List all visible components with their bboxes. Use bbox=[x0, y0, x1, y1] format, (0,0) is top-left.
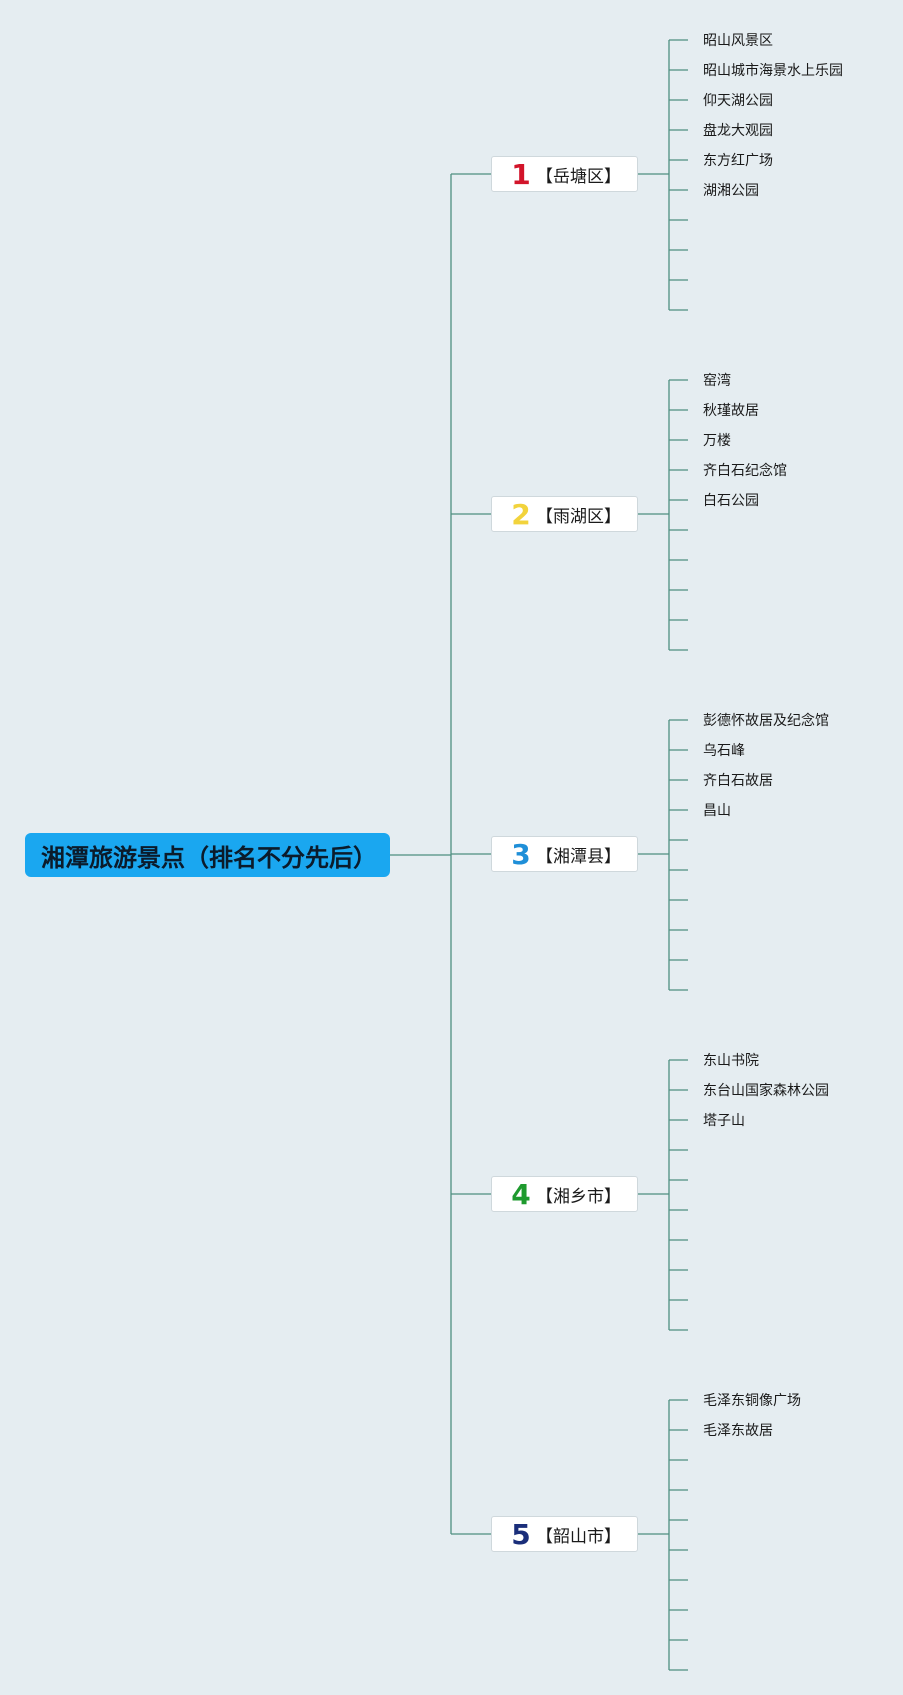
leaf-topic[interactable]: 湖湘公园 bbox=[703, 183, 759, 199]
leaf-topic[interactable]: 窑湾 bbox=[703, 373, 731, 389]
leaf-topic[interactable]: 东方红广场 bbox=[703, 153, 773, 169]
leaf-topic[interactable]: 乌石峰 bbox=[703, 743, 745, 759]
leaf-topic[interactable]: 齐白石故居 bbox=[703, 773, 773, 789]
leaf-topic[interactable]: 东台山国家森林公园 bbox=[703, 1083, 829, 1099]
branch-node-5[interactable]: 5 【韶山市】 bbox=[491, 1516, 638, 1552]
branch-number: 1 bbox=[511, 157, 531, 191]
branch-number: 5 bbox=[511, 1517, 531, 1551]
leaf-topic[interactable]: 毛泽东铜像广场 bbox=[703, 1393, 801, 1409]
leaf-topic[interactable]: 彭德怀故居及纪念馆 bbox=[703, 713, 829, 729]
branch-number: 3 bbox=[511, 837, 531, 871]
branch-label: 【韶山市】 bbox=[536, 1526, 621, 1547]
leaf-topic[interactable]: 昭山城市海景水上乐园 bbox=[703, 63, 843, 79]
root-node[interactable]: 湘潭旅游景点（排名不分先后） bbox=[25, 833, 390, 877]
branch-node-1[interactable]: 1 【岳塘区】 bbox=[491, 156, 638, 192]
leaf-topic[interactable]: 昭山风景区 bbox=[703, 33, 773, 49]
branch-node-3[interactable]: 3 【湘潭县】 bbox=[491, 836, 638, 872]
leaf-topic[interactable]: 齐白石纪念馆 bbox=[703, 463, 787, 479]
branch-label: 【雨湖区】 bbox=[536, 506, 621, 527]
branch-node-4[interactable]: 4 【湘乡市】 bbox=[491, 1176, 638, 1212]
leaf-topic[interactable]: 盘龙大观园 bbox=[703, 123, 773, 139]
root-title: 湘潭旅游景点（排名不分先后） bbox=[41, 843, 377, 872]
branch-node-2[interactable]: 2 【雨湖区】 bbox=[491, 496, 638, 532]
branch-label: 【湘潭县】 bbox=[536, 846, 621, 867]
branch-label: 【岳塘区】 bbox=[536, 166, 621, 187]
leaf-topic[interactable]: 东山书院 bbox=[703, 1053, 759, 1069]
leaf-topic[interactable]: 秋瑾故居 bbox=[703, 403, 759, 419]
leaf-topic[interactable]: 白石公园 bbox=[703, 493, 759, 509]
branch-number: 2 bbox=[511, 497, 531, 531]
leaf-topic[interactable]: 万楼 bbox=[703, 433, 731, 449]
leaf-topic[interactable]: 昌山 bbox=[703, 803, 731, 819]
branch-label: 【湘乡市】 bbox=[536, 1186, 621, 1207]
leaf-topic[interactable]: 仰天湖公园 bbox=[703, 93, 773, 109]
branch-number: 4 bbox=[511, 1177, 531, 1211]
leaf-topic[interactable]: 塔子山 bbox=[703, 1113, 745, 1129]
leaf-topic[interactable]: 毛泽东故居 bbox=[703, 1423, 773, 1439]
